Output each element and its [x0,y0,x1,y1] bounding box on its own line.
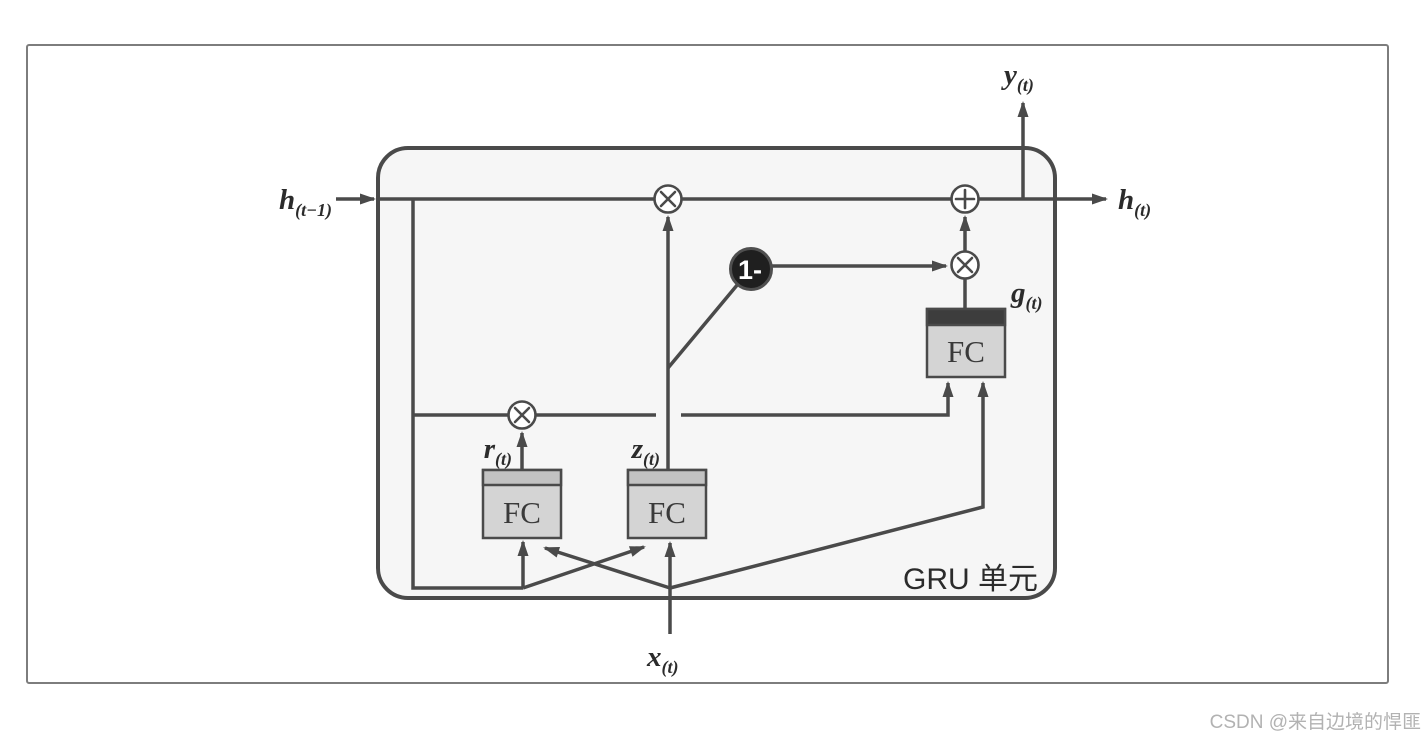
label-z-gate: z(t) [631,433,660,470]
edge-h-to-fc-z [522,545,646,590]
multiply-icon [507,400,537,430]
label-h-next: h(t) [1118,184,1151,221]
multiply-icon [653,184,683,214]
label-r-gate: r(t) [484,433,512,470]
one-minus-node: 1- [729,247,773,291]
one-minus-label: 1- [738,255,762,285]
edge-x-to-fc-r [543,546,671,590]
label-g-gate: g(t) [1010,277,1043,314]
edge-z-to-one-minus [666,282,740,370]
label-y-out: y(t) [1001,59,1034,96]
multiply-icon [950,250,980,280]
cell-title: GRU 单元 [903,563,1038,596]
label-h-prev: h(t−1) [279,184,332,221]
fc-box-g: FC [925,307,1007,379]
fc-box-z: FC [626,468,708,540]
edge-r-product-to-fc-g [681,381,954,417]
edge-x-to-fc-g [669,381,989,590]
fc-g-label: FC [947,334,985,369]
edge-h-branch-down [411,199,523,590]
fc-box-r: FC [481,468,563,540]
label-x-in: x(t) [646,641,679,678]
fc-r-label: FC [503,495,541,530]
fc-z-label: FC [648,495,686,530]
add-icon [950,184,980,214]
watermark: CSDN @来自边境的悍匪 [1210,711,1421,733]
